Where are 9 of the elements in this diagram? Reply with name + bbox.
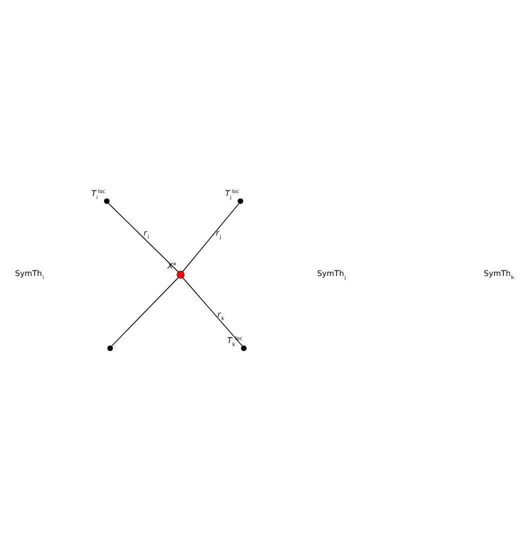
connector: [111, 277, 179, 346]
node-circle: [176, 270, 185, 279]
connector: [182, 203, 240, 272]
node-circle: [238, 198, 244, 204]
connector: [182, 277, 243, 346]
node-circle: [241, 345, 247, 352]
connector: [108, 202, 179, 272]
node-circle: [107, 345, 113, 352]
node-circle: [104, 198, 110, 204]
